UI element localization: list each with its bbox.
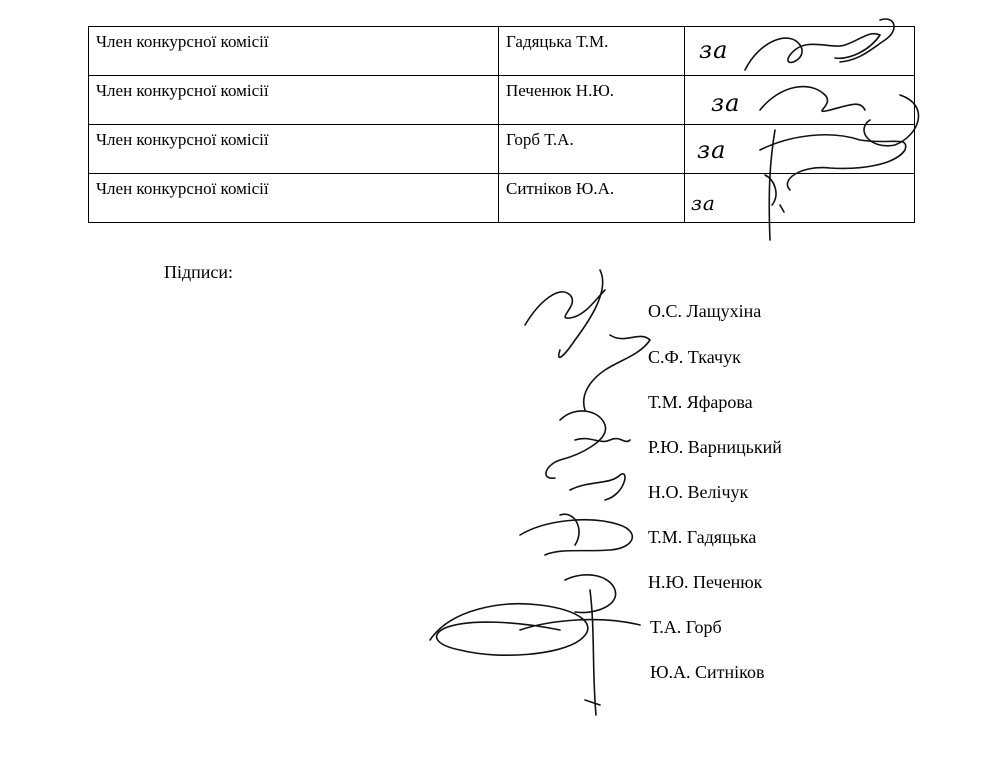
table-row: Член конкурсної комісії Гадяцька Т.М. за: [88, 26, 915, 76]
member-role: Член конкурсної комісії: [88, 26, 499, 76]
table-row: Член конкурсної комісії Печенюк Н.Ю. за: [88, 75, 915, 125]
signature-stroke: [564, 574, 617, 614]
vote-cell: за: [684, 75, 915, 125]
vote-mark: за: [691, 191, 716, 215]
signer-name: Р.Ю. Варницький: [648, 437, 782, 457]
table-row: Член конкурсної комісії Горб Т.А. за: [88, 124, 915, 174]
vote-cell: за: [684, 173, 915, 223]
vote-mark: за: [699, 36, 729, 64]
vote-cell: за: [684, 124, 915, 174]
signature-stroke: [569, 473, 626, 501]
vote-cell: за: [684, 26, 915, 76]
signer-name: Н.Ю. Печенюк: [648, 572, 763, 592]
member-name: Гадяцька Т.М.: [498, 26, 685, 76]
vote-mark: за: [697, 136, 727, 164]
signature-stroke: [574, 437, 631, 443]
signer-name: Т.А. Горб: [650, 617, 722, 637]
signature-stroke: [589, 589, 597, 716]
table-row: Член конкурсної комісії Ситніков Ю.А. за: [88, 173, 915, 223]
signature-stroke: [559, 513, 580, 546]
signature-stroke: [429, 602, 589, 656]
signer-name: С.Ф. Ткачук: [648, 347, 741, 367]
vote-mark: за: [711, 89, 741, 117]
signer-name: О.С. Лащухіна: [648, 301, 762, 321]
member-role: Член конкурсної комісії: [88, 75, 499, 125]
signature-stroke: [519, 519, 634, 556]
signer-name: Т.М. Яфарова: [648, 392, 753, 412]
signature-stroke: [519, 618, 641, 631]
voting-table: Член конкурсної комісії Гадяцька Т.М. за…: [88, 26, 915, 223]
signature-stroke: [524, 289, 606, 326]
member-name: Ситніков Ю.А.: [498, 173, 685, 223]
signer-name: Н.О. Велічук: [648, 482, 749, 502]
member-role: Член конкурсної комісії: [88, 173, 499, 223]
signer-name: Ю.А. Ситніков: [650, 662, 765, 682]
signature-stroke: [545, 410, 607, 479]
signatures-label: Підписи:: [164, 262, 234, 282]
signer-name: Т.М. Гадяцька: [648, 527, 757, 547]
signature-stroke: [584, 699, 601, 706]
signature-stroke: [557, 269, 604, 359]
member-role: Член конкурсної комісії: [88, 124, 499, 174]
member-name: Горб Т.А.: [498, 124, 685, 174]
member-name: Печенюк Н.Ю.: [498, 75, 685, 125]
signature-stroke: [583, 334, 651, 411]
